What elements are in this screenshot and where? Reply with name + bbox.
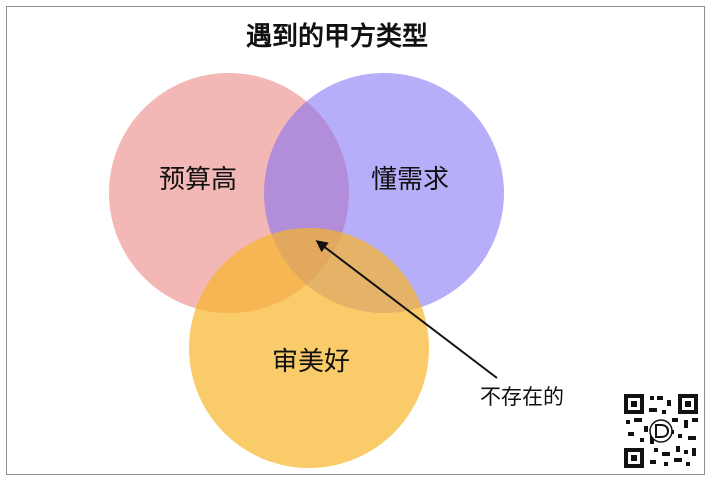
qr-code-icon xyxy=(620,390,702,472)
set-label-understands-needs: 懂需求 xyxy=(371,165,449,195)
annotation-label: 不存在的 xyxy=(480,385,564,409)
set-circle-good-taste xyxy=(189,228,429,468)
set-label-good-taste: 审美好 xyxy=(272,347,350,377)
diagram-title: 遇到的甲方类型 xyxy=(246,21,428,52)
set-label-budget-high: 预算高 xyxy=(159,165,237,195)
annotation-arrow xyxy=(315,240,498,379)
